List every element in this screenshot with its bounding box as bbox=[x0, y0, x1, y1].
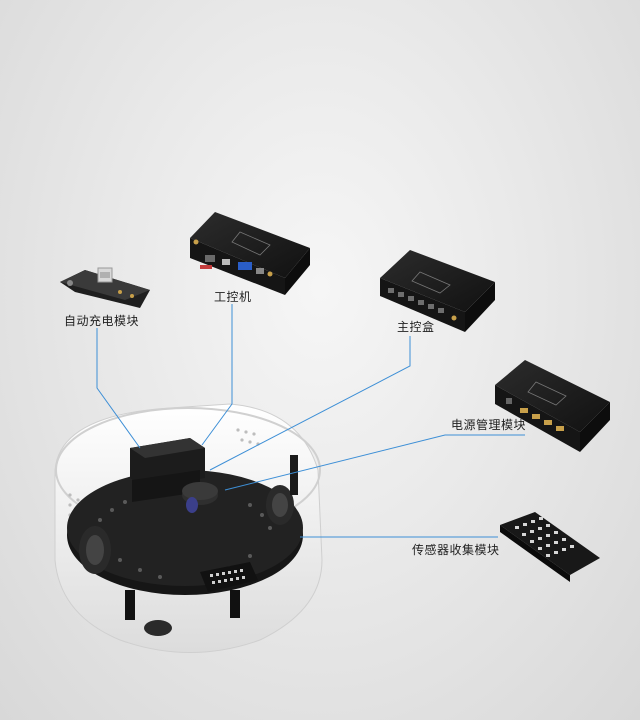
label-power-module: 电源管理模块 bbox=[451, 418, 527, 432]
label-sensor-module: 传感器收集模块 bbox=[412, 543, 500, 557]
sensor-module-device bbox=[500, 512, 600, 582]
leader-line-power bbox=[224, 434, 525, 491]
label-ipc: 工控机 bbox=[214, 290, 252, 304]
mounted-sensor-board bbox=[200, 562, 258, 592]
label-charging-module: 自动充电模块 bbox=[64, 314, 140, 328]
leader-lines bbox=[96, 304, 525, 538]
leader-line-main-control bbox=[209, 336, 411, 471]
main-control-box-device bbox=[380, 250, 495, 332]
charging-module-device bbox=[60, 267, 150, 308]
robot-chassis bbox=[54, 403, 323, 653]
ipc-device bbox=[190, 212, 310, 295]
leader-line-ipc bbox=[201, 304, 233, 446]
leader-line-charging bbox=[96, 328, 141, 449]
mount-pole bbox=[290, 455, 298, 495]
label-main-control-box: 主控盒 bbox=[397, 320, 435, 334]
power-module-device bbox=[495, 360, 610, 452]
